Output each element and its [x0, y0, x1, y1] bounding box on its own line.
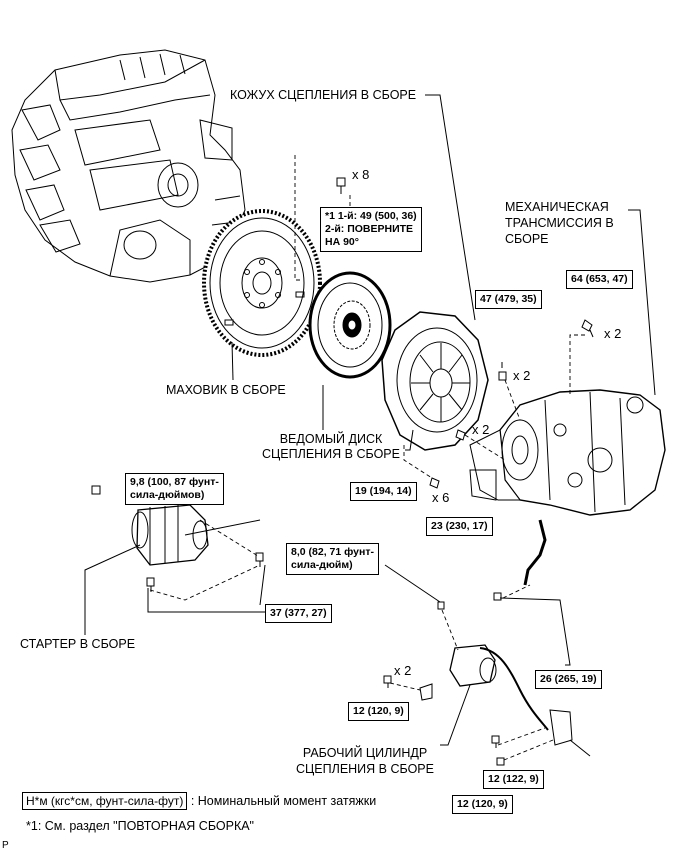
clutch-cover-label: КОЖУХ СЦЕПЛЕНИЯ В СБОРЕ	[230, 88, 417, 102]
torque-unit-description: : Номинальный момент затяжки	[190, 794, 377, 808]
torque-unit-legend: Н*м (кгс*см, фунт-сила-фут) : Номинальны…	[22, 792, 377, 810]
clutch-disc-illustration	[308, 271, 392, 379]
starter-illustration	[131, 504, 209, 566]
torque-spec-64: 64 (653, 47)	[566, 270, 633, 289]
qty-flywheel-bolts: x 8	[352, 167, 370, 182]
torque-spec-9-8: 9,8 (100, 87 фунт- сила-дюймов)	[125, 473, 224, 505]
torque-spec-26: 26 (265, 19)	[535, 670, 602, 689]
torque-spec-23: 23 (230, 17)	[426, 517, 493, 536]
torque-spec-12-a: 12 (120, 9)	[348, 702, 409, 721]
torque-spec-flywheel-bolt: *1 1-й: 49 (500, 36) 2-й: ПОВЕРНИТЕ НА 9…	[320, 207, 422, 252]
clutch-cover-illustration	[381, 311, 489, 451]
release-cylinder-illustration	[419, 644, 591, 757]
starter-label: СТАРТЕР В СБОРЕ	[20, 637, 136, 651]
torque-spec-line: 8,0 (82, 71 фунт-	[291, 546, 374, 558]
transmission-label-line2: ТРАНСМИССИЯ В	[505, 216, 614, 230]
torque-spec-line: *1 1-й: 49 (500, 36)	[325, 210, 417, 222]
qty-cover-bolts: x 2	[513, 368, 531, 383]
corner-mark: P	[2, 840, 9, 851]
bolts	[91, 177, 594, 766]
torque-spec-value: 64 (653, 47)	[571, 273, 628, 285]
transmission-label-line3: СБОРЕ	[505, 232, 549, 246]
flywheel-label: МАХОВИК В СБОРЕ	[166, 383, 286, 397]
torque-spec-value: 37 (377, 27)	[270, 607, 327, 619]
torque-spec-47: 47 (479, 35)	[475, 290, 542, 309]
release-cylinder-label-line1: РАБОЧИЙ ЦИЛИНДР	[302, 746, 428, 760]
leader-lines	[84, 94, 656, 746]
transmission-label-line1: МЕХАНИЧЕСКАЯ	[505, 200, 609, 214]
qty-cylinder-bolts: x 2	[394, 663, 412, 678]
torque-spec-19: 19 (194, 14)	[350, 482, 417, 501]
engine-illustration	[11, 49, 246, 283]
torque-spec-value: 47 (479, 35)	[480, 293, 537, 305]
torque-spec-8-0: 8,0 (82, 71 фунт- сила-дюйм)	[286, 543, 379, 575]
torque-spec-line: 9,8 (100, 87 фунт-	[130, 476, 219, 488]
transmission-illustration	[469, 389, 666, 586]
torque-spec-line: 2-й: ПОВЕРНИТЕ	[325, 223, 414, 235]
torque-spec-12-c: 12 (120, 9)	[452, 795, 513, 814]
torque-spec-12-b: 12 (122, 9)	[483, 770, 544, 789]
torque-spec-value: 26 (265, 19)	[540, 673, 597, 685]
torque-spec-value: 12 (122, 9)	[488, 773, 539, 785]
torque-spec-value: 12 (120, 9)	[353, 705, 404, 717]
torque-spec-line: сила-дюймов)	[130, 489, 205, 501]
release-cylinder-label-line2: СЦЕПЛЕНИЯ В СБОРЕ	[296, 762, 434, 776]
torque-spec-line: НА 90°	[325, 236, 359, 248]
qty-trans-bolts-mid: x 2	[472, 422, 490, 437]
reassembly-note: *1: См. раздел "ПОВТОРНАЯ СБОРКА"	[26, 819, 254, 833]
torque-spec-value: 12 (120, 9)	[457, 798, 508, 810]
torque-spec-line: сила-дюйм)	[291, 559, 353, 571]
qty-trans-bolts-top: x 2	[604, 326, 622, 341]
torque-unit-box: Н*м (кгс*см, фунт-сила-фут)	[22, 792, 188, 810]
torque-spec-37: 37 (377, 27)	[265, 604, 332, 623]
clutch-disc-label-line2: СЦЕПЛЕНИЯ В СБОРЕ	[262, 447, 400, 461]
clutch-disc-label-line1: ВЕДОМЫЙ ДИСК	[279, 432, 383, 446]
torque-spec-value: 19 (194, 14)	[355, 485, 412, 497]
flywheel-illustration	[202, 209, 322, 357]
qty-disc-bolts: x 6	[432, 490, 450, 505]
torque-spec-value: 23 (230, 17)	[431, 520, 488, 532]
